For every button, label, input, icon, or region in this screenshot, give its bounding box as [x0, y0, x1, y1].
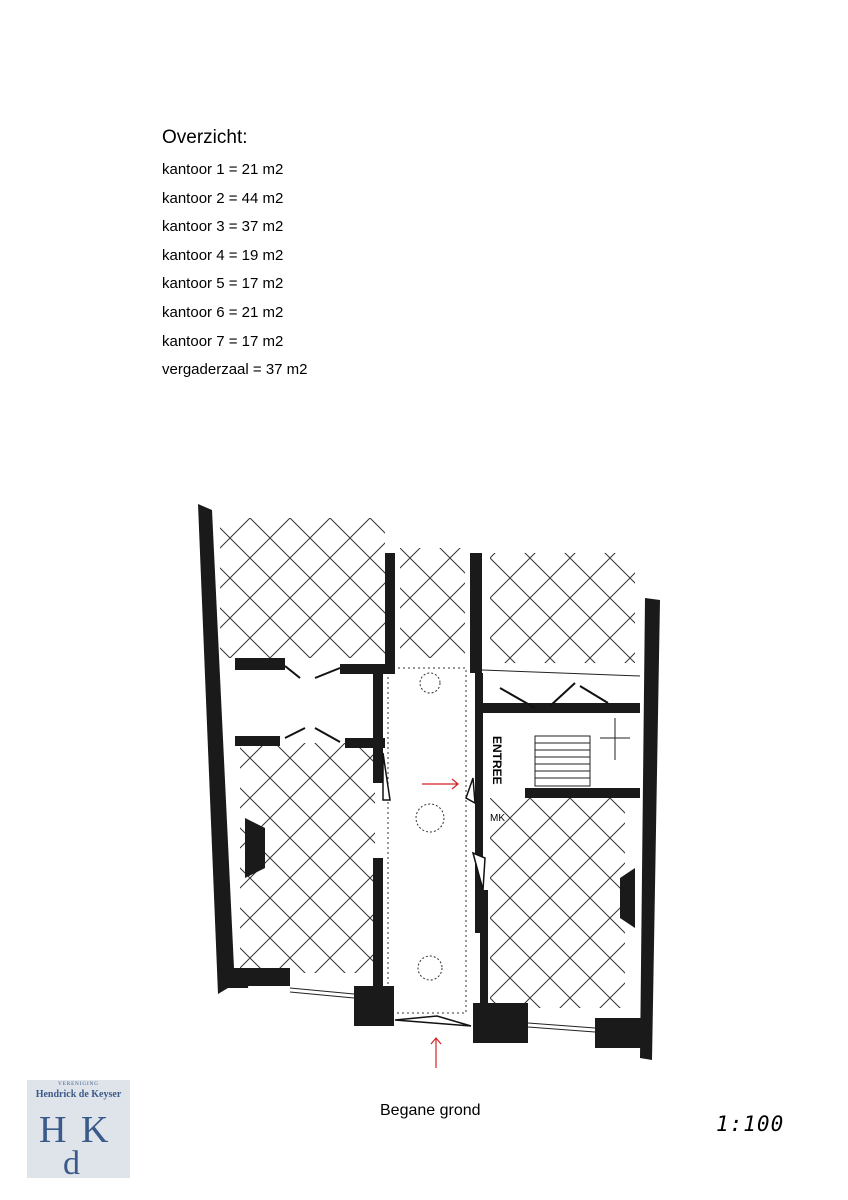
logo-small-text: VERENIGING: [58, 1082, 99, 1087]
floor-ornaments: [415, 672, 445, 981]
hdk-monogram-icon: H K d: [39, 1109, 109, 1178]
corridor: [387, 667, 467, 1014]
overview-item-kantoor-2: kantoor 2 = 44 m2: [162, 189, 284, 207]
room-top-right: [490, 553, 635, 663]
room-top-middle: [400, 548, 465, 658]
label-mk: MK: [490, 813, 505, 824]
svg-text:K: K: [81, 1109, 109, 1151]
plan-scale: 1:100: [716, 1112, 785, 1136]
windows: [289, 669, 641, 1033]
overview-item-kantoor-5: kantoor 5 = 17 m2: [162, 275, 284, 293]
entrance-arrows: [422, 778, 459, 1068]
overview-list: kantoor 1 = 21 m2 kantoor 2 = 44 m2 kant…: [162, 156, 308, 385]
room-top-left: [220, 518, 385, 658]
stairs: [534, 718, 630, 787]
room-mid-right: [490, 798, 625, 1008]
door-swings: [284, 665, 609, 1027]
overview-item-kantoor-6: kantoor 6 = 21 m2: [162, 303, 284, 321]
floor-plan: ENTREE MK: [198, 504, 660, 1068]
overview-item-kantoor-1: kantoor 1 = 21 m2: [162, 161, 284, 178]
label-entree: ENTREE: [490, 736, 504, 785]
logo-name: Hendrick de Keyser: [35, 1089, 122, 1100]
overview-item-kantoor-7: kantoor 7 = 17 m2: [162, 332, 284, 350]
overview-item-kantoor-3: kantoor 3 = 37 m2: [162, 218, 284, 236]
walls: [198, 504, 660, 1060]
area-overview: Overzicht: kantoor 1 = 21 m2 kantoor 2 =…: [162, 126, 308, 385]
overview-item-vergaderzaal: vergaderzaal = 37 m2: [162, 361, 308, 379]
hendrick-de-keyser-logo: VERENIGING Hendrick de Keyser H K d: [27, 1080, 130, 1178]
svg-text:H: H: [39, 1109, 66, 1151]
plan-caption: Begane grond: [380, 1102, 481, 1119]
overview-item-kantoor-4: kantoor 4 = 19 m2: [162, 246, 284, 264]
svg-text:d: d: [63, 1145, 80, 1178]
overview-title: Overzicht:: [162, 127, 248, 148]
